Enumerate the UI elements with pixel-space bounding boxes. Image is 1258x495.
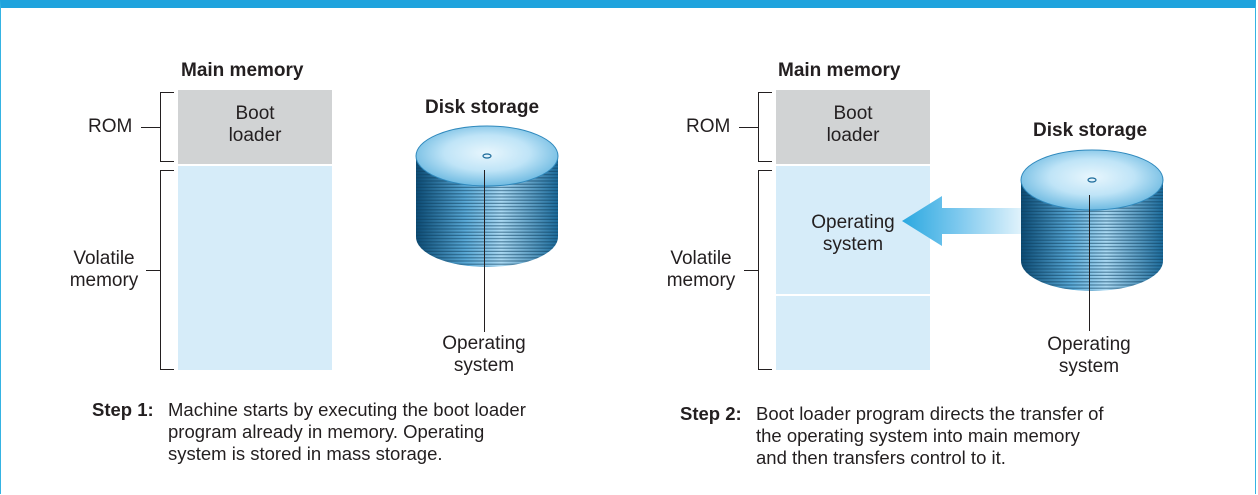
disk-os-leader-line	[1089, 195, 1091, 331]
disk-os-leader-line	[484, 170, 486, 332]
memory-os-line-1: Operating	[811, 212, 895, 233]
transfer-arrow-icon	[902, 196, 1025, 246]
volatile-line-2: memory	[666, 270, 736, 291]
memory-os-label: Operating system	[776, 212, 930, 256]
disk-storage-icon	[415, 125, 559, 267]
rom-block	[178, 90, 332, 164]
volatile-bracket	[758, 170, 772, 370]
memory-os-line-2: system	[822, 234, 884, 255]
volatile-bracket	[160, 170, 174, 370]
boot-loader-line-1: Boot	[235, 103, 275, 124]
volatile-line-1: Volatile	[73, 248, 135, 269]
rom-bracket	[160, 92, 174, 162]
boot-loader-line-2: loader	[228, 125, 282, 146]
step-2-line-3: and then transfers control to it.	[756, 447, 1006, 468]
volatile-line-1: Volatile	[670, 248, 732, 269]
boot-loader-label: Boot loader	[178, 103, 332, 147]
disk-os-line-1: Operating	[1047, 334, 1131, 355]
disk-storage-title: Disk storage	[1033, 120, 1148, 141]
volatile-memory-label: Volatile memory	[659, 248, 743, 292]
step-2-label: Step 2:	[680, 403, 742, 424]
volatile-memory-block	[776, 166, 930, 370]
disk-os-label: Operating system	[1029, 334, 1149, 378]
rom-block	[776, 90, 930, 164]
main-memory-title: Main memory	[778, 60, 901, 81]
step-1-line-1: Machine starts by executing the boot loa…	[168, 399, 526, 420]
step-1-label: Step 1:	[92, 399, 154, 420]
rom-bracket	[758, 92, 772, 162]
rom-leader-line	[141, 127, 160, 129]
rom-label: ROM	[686, 116, 731, 137]
step-1-description: Machine starts by executing the boot loa…	[168, 399, 526, 465]
rom-label: ROM	[88, 116, 133, 137]
disk-storage-title: Disk storage	[425, 97, 540, 118]
disk-os-line-2: system	[1058, 356, 1120, 377]
disk-os-line-1: Operating	[442, 333, 526, 354]
volatile-memory-block	[178, 166, 332, 370]
disk-os-label: Operating system	[424, 333, 544, 377]
disk-os-line-2: system	[453, 355, 515, 376]
boot-loader-label: Boot loader	[776, 103, 930, 147]
volatile-leader-line	[146, 270, 160, 272]
step-1-line-2: program already in memory. Operating	[168, 421, 485, 442]
main-memory-title: Main memory	[181, 60, 304, 81]
volatile-leader-line	[744, 270, 758, 272]
boot-loader-line-2: loader	[826, 125, 880, 146]
disk-storage-icon	[1020, 149, 1164, 291]
volatile-memory-label: Volatile memory	[62, 248, 146, 292]
volatile-line-2: memory	[69, 270, 139, 291]
os-region-divider	[776, 294, 930, 296]
step-2-description: Boot loader program directs the transfer…	[756, 403, 1104, 469]
step-1-line-3: system is stored in mass storage.	[168, 443, 443, 464]
boot-loader-line-1: Boot	[833, 103, 873, 124]
step-2-line-2: the operating system into main memory	[756, 425, 1080, 446]
step-2-line-1: Boot loader program directs the transfer…	[756, 403, 1104, 424]
rom-leader-line	[739, 127, 758, 129]
